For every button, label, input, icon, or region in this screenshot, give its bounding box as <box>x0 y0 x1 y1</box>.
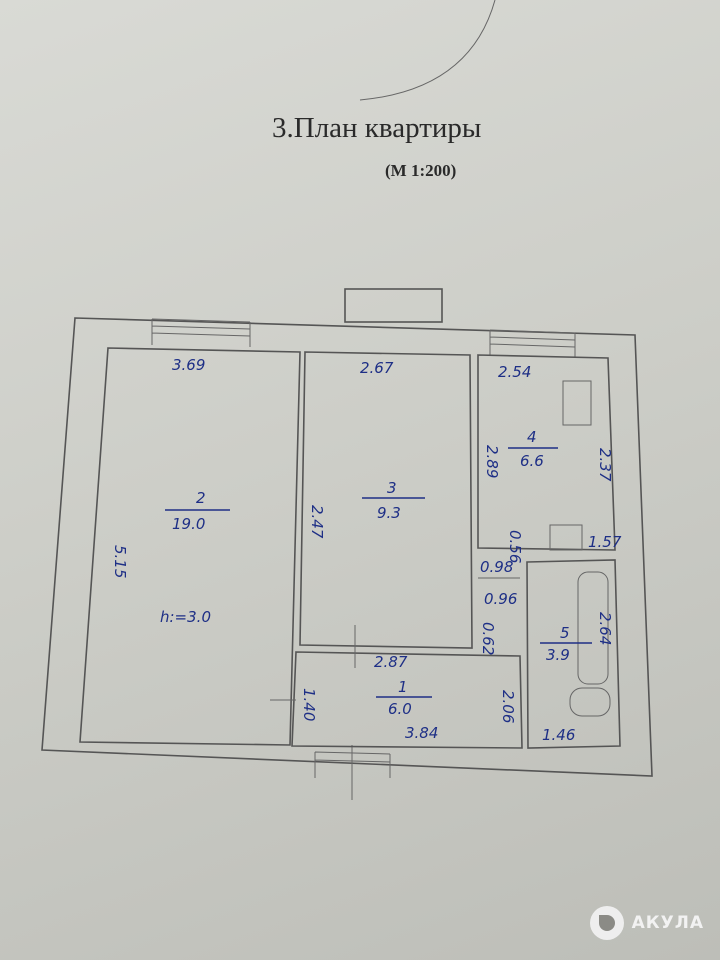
dim-label: 2.67 <box>360 359 394 377</box>
room-4-number: 4 <box>527 428 537 446</box>
watermark-logo: АКУЛА <box>589 906 704 940</box>
dim-label: 1.57 <box>588 533 622 551</box>
room-2 <box>79 347 301 746</box>
door-marks <box>270 577 520 701</box>
dim-label: 1.40 <box>300 688 318 721</box>
room-5 <box>526 559 621 749</box>
dim-label: 2.87 <box>374 653 408 671</box>
room-labels: 2 19.0 3 9.3 4 6.6 1 6.0 5 3.9 h:=3.0 <box>160 428 592 718</box>
plan-title: 3.План квартиры <box>272 112 481 144</box>
room-3-number: 3 <box>387 479 397 497</box>
ceiling-height: h:=3.0 <box>160 608 211 626</box>
shark-logo-icon <box>589 906 624 940</box>
dim-label: 0.56 <box>506 530 524 563</box>
dimension-labels: 3.69 2.67 2.54 5.15 2.47 2.89 2.37 0.56 … <box>111 356 622 744</box>
toilet-icon <box>569 687 611 717</box>
outer-wall <box>41 317 653 777</box>
dim-label: 2.89 <box>483 445 501 478</box>
dim-label: 2.64 <box>596 612 614 645</box>
dim-label: 3.84 <box>405 724 438 742</box>
room-1-area: 6.0 <box>388 700 412 718</box>
dim-label: 2.37 <box>596 448 614 482</box>
dim-label: 2.54 <box>498 363 531 381</box>
room-5-number: 5 <box>560 624 570 642</box>
pen-stroke <box>359 0 496 101</box>
room-4-area: 6.6 <box>520 452 544 470</box>
room-2-area: 19.0 <box>172 515 205 533</box>
sink-icon <box>549 524 583 551</box>
dim-label: 2.47 <box>308 505 326 539</box>
dim-label: 2.06 <box>499 690 517 723</box>
dim-label: 0.98 <box>480 558 513 576</box>
room-3 <box>299 351 473 649</box>
watermark-brand: АКУЛА <box>631 913 704 933</box>
dim-label: 5.15 <box>111 545 129 578</box>
bathtub-icon <box>577 571 609 685</box>
dim-label: 0.62 <box>479 622 497 655</box>
balcony <box>344 288 443 323</box>
room-1 <box>291 651 523 749</box>
dim-label: 3.69 <box>172 356 205 374</box>
room-2-number: 2 <box>196 489 206 507</box>
stove-icon <box>562 380 592 426</box>
plan-scale: (М 1:200) <box>385 161 456 180</box>
room-1-number: 1 <box>398 678 408 696</box>
room-4 <box>477 354 616 551</box>
dim-label: 1.46 <box>542 726 575 744</box>
windows <box>151 318 576 800</box>
room-3-area: 9.3 <box>377 504 401 522</box>
dim-label: 0.96 <box>484 590 517 608</box>
room-5-area: 3.9 <box>546 646 570 664</box>
